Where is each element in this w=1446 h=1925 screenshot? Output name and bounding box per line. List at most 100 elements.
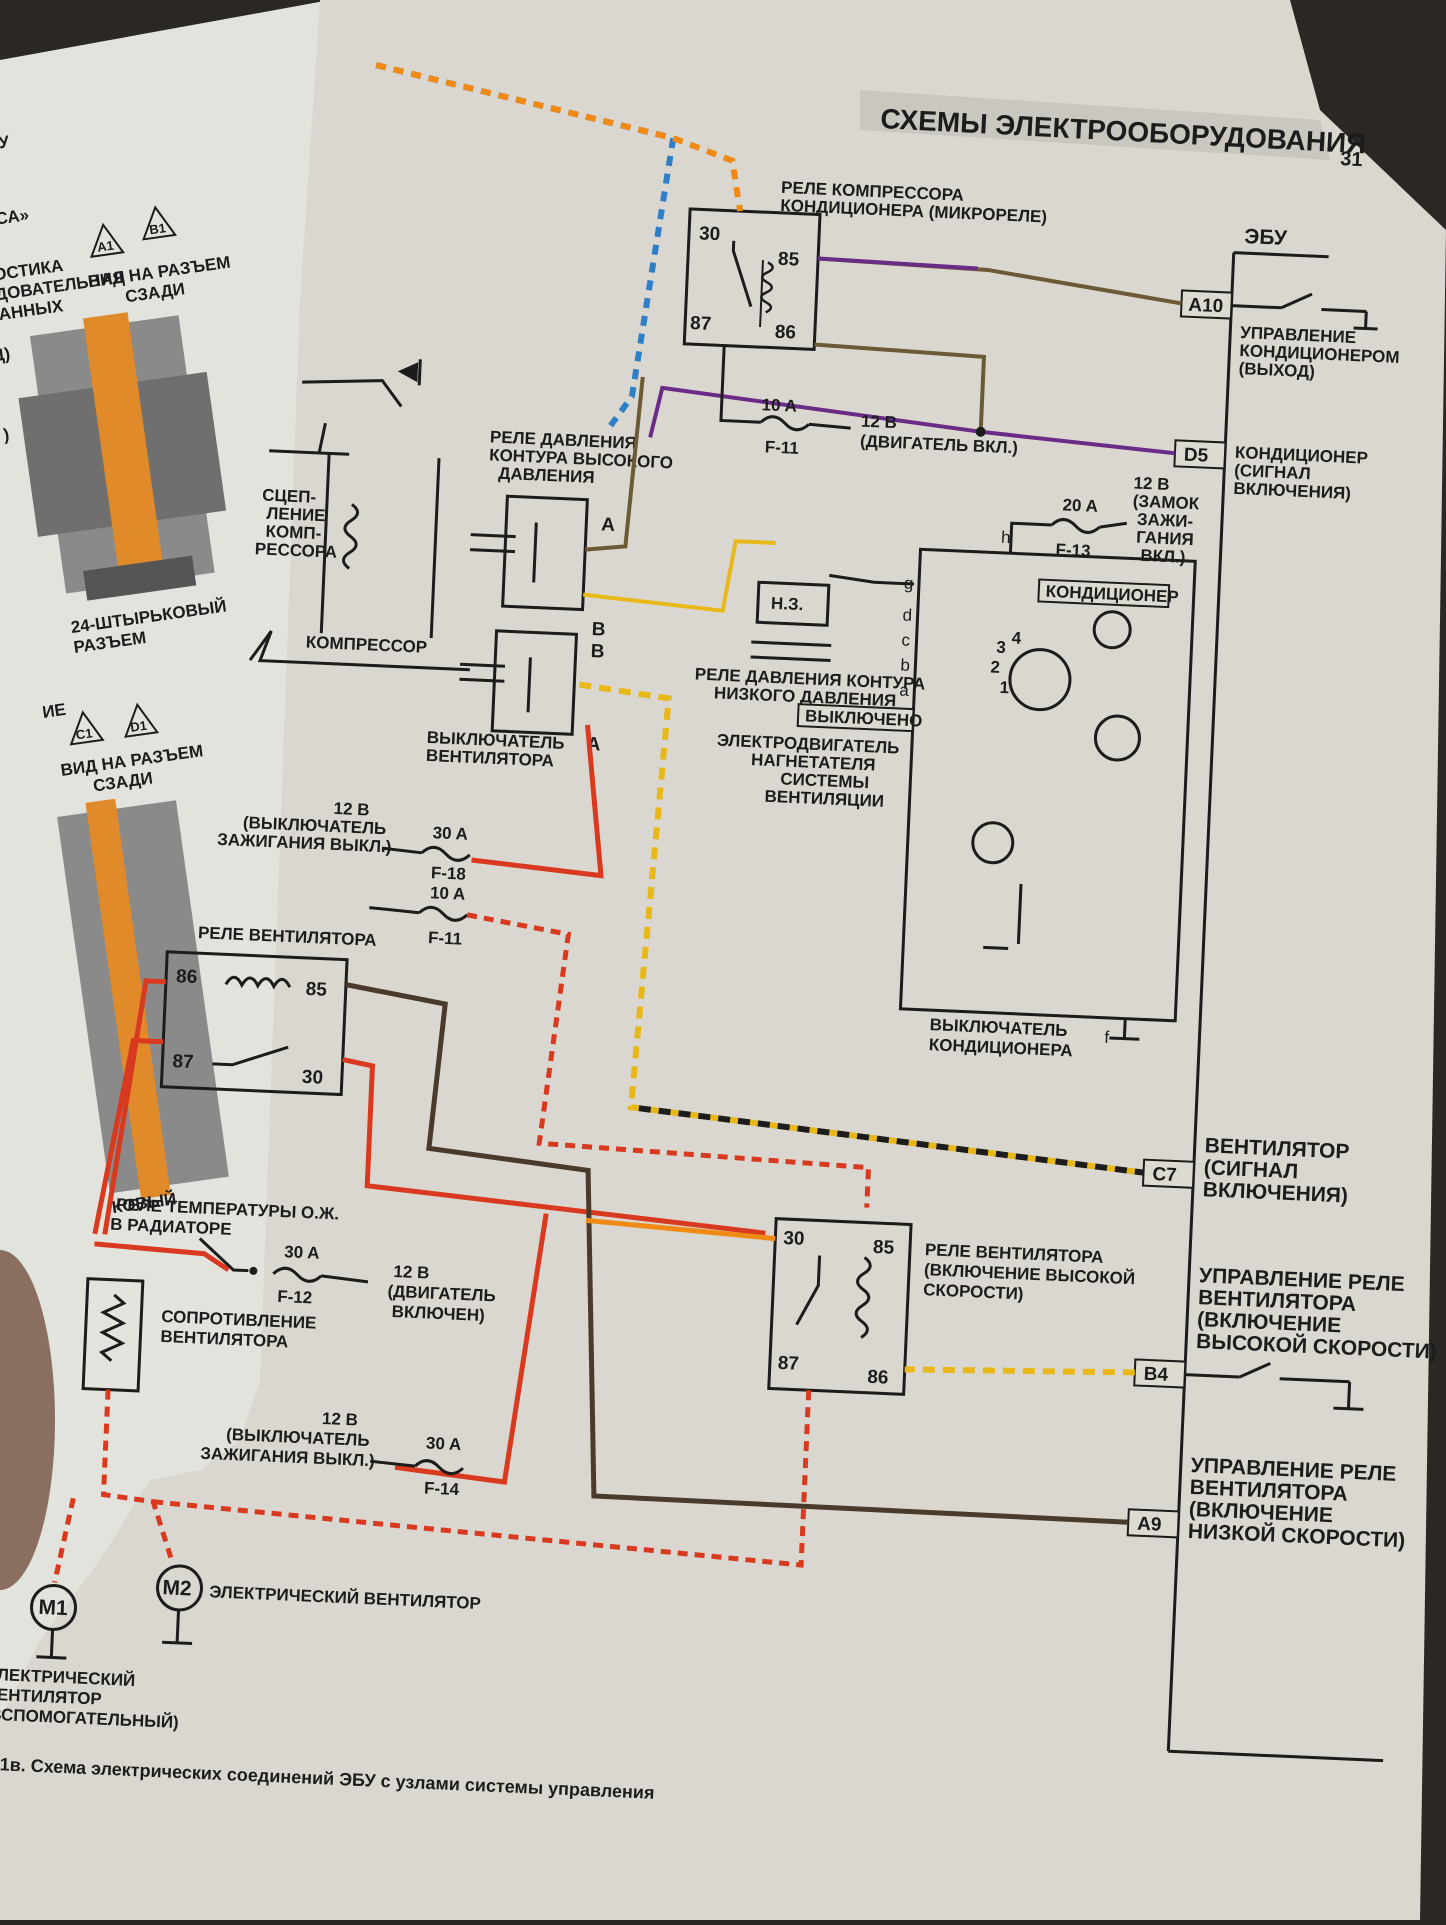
fan-relay-high-title-3: СКОРОСТИ) bbox=[923, 1280, 1024, 1303]
low-pressure-switch bbox=[750, 580, 832, 662]
fan-relay bbox=[159, 950, 349, 1097]
compressor-relay-pin-85: 85 bbox=[778, 249, 800, 271]
connector-c1-label: C1 bbox=[75, 725, 94, 742]
compressor-relay: 30 85 87 86 bbox=[682, 207, 822, 352]
high-pressure-title-3: ДАВЛЕНИЯ bbox=[498, 464, 595, 487]
compressor-relay-pin-87: 87 bbox=[690, 313, 712, 335]
left-side-word: ИЕ bbox=[41, 700, 67, 722]
wire-f13-to-12v bbox=[1099, 521, 1128, 529]
fan-switch bbox=[459, 629, 579, 736]
header-page-number: 31 bbox=[1340, 148, 1363, 171]
ecu-box-top-edge bbox=[1233, 251, 1329, 259]
connector-a1-triangle bbox=[89, 222, 125, 258]
ac-switch-pin-f: f bbox=[1104, 1028, 1110, 1047]
ac-switch-pin-b: b bbox=[900, 656, 910, 675]
ac-switch-pos-3: 3 bbox=[996, 638, 1006, 657]
f13-supply-2: (ЗАМОК bbox=[1132, 492, 1200, 514]
f18-supply-1: 12 В bbox=[333, 799, 370, 820]
compressor-clutch-2: ЛЕНИЕ bbox=[266, 504, 326, 526]
connector-c1-triangle bbox=[69, 710, 105, 746]
high-pressure-pin-b1: B bbox=[591, 619, 606, 641]
wire-d5-purple bbox=[648, 385, 1176, 456]
temp-relay-switch bbox=[198, 1237, 249, 1273]
temp-relay-contact bbox=[249, 1266, 258, 1275]
fan-relay-high-pin-30: 30 bbox=[783, 1228, 805, 1250]
ac-motor-label-3: СИСТЕМЫ bbox=[780, 769, 870, 792]
f13-supply-5: ВКЛ.) bbox=[1140, 546, 1186, 567]
connector-d1-label: D1 bbox=[129, 718, 148, 735]
ecu-pin-a9: A9 bbox=[1126, 1508, 1180, 1539]
ac-switch-pin-a: a bbox=[899, 681, 910, 700]
ac-switch-box bbox=[898, 547, 1197, 1041]
fuse-f13-amps: 20 A bbox=[1062, 495, 1098, 516]
wire-fan-relay-30-red bbox=[342, 1057, 766, 1236]
compressor-clutch-1: СЦЕП- bbox=[262, 486, 317, 507]
connector-a1-label: A1 bbox=[96, 238, 115, 255]
ac-switch-pos-2: 2 bbox=[990, 657, 1000, 676]
ecu-pin-c7: C7 bbox=[1141, 1158, 1196, 1189]
fan-relay-high bbox=[767, 1217, 913, 1396]
wire-relay87-to-f11 bbox=[719, 345, 761, 424]
fuse-f12-name: F-12 bbox=[277, 1287, 313, 1308]
high-pressure-switch bbox=[469, 494, 589, 612]
ac-switch-pos-1: 1 bbox=[999, 678, 1009, 697]
wire-b4-yellow bbox=[904, 1366, 1135, 1376]
ecu-pin-b4: B4 bbox=[1133, 1358, 1187, 1389]
f13-supply-1: 12 В bbox=[1133, 474, 1170, 495]
finger-shadow bbox=[0, 1250, 55, 1590]
wire-temp-relay bbox=[94, 1241, 230, 1272]
ecu-c7-label-2: (СИГНАЛ bbox=[1203, 1156, 1298, 1183]
temp-relay-supply-1: 12 В bbox=[393, 1262, 430, 1283]
fuse-f13-name: F-13 bbox=[1055, 540, 1091, 561]
f11-supply: 12 В bbox=[861, 412, 898, 433]
temp-relay-supply-3: ВКЛЮЧЕН) bbox=[391, 1302, 485, 1325]
fuse-f11b-name: F-11 bbox=[428, 928, 463, 948]
ecu-title: ЭБУ bbox=[1244, 225, 1288, 250]
ecu-pin-a9-label: A9 bbox=[1137, 1514, 1162, 1536]
fuse-f14-amps: 30 A bbox=[426, 1434, 462, 1455]
f13-supply-3: ЗАЖИ- bbox=[1137, 510, 1194, 531]
wire-relay85-purple bbox=[817, 256, 978, 271]
ecu-pin-d5: D5 bbox=[1173, 439, 1227, 470]
wire-fan-relay-85-dark bbox=[345, 982, 1129, 1525]
ecu-switch-b4 bbox=[1184, 1361, 1364, 1411]
ac-switch-pos-4: 4 bbox=[1011, 628, 1022, 647]
diode-symbol bbox=[397, 362, 419, 383]
ecu-box-bottom-edge bbox=[1168, 1749, 1384, 1763]
connector-24pin-graphic bbox=[18, 312, 227, 601]
motor-m2-label: M2 bbox=[162, 1576, 192, 1600]
ecu-a10-label-3: (ВЫХОД) bbox=[1238, 359, 1315, 381]
wire-yellow-c7-black bbox=[630, 1104, 1144, 1176]
wire-yellow-lp bbox=[582, 539, 776, 613]
wire-relay-high-to-motors bbox=[152, 1390, 812, 1568]
compressor-clutch-3: КОМП- bbox=[265, 522, 321, 543]
wire-relay86-olive bbox=[814, 342, 987, 432]
ecu-pin-a10: A10 bbox=[1179, 289, 1234, 320]
wire-f11-to-12v bbox=[808, 422, 851, 430]
compressor-block bbox=[248, 379, 470, 672]
motor-m2: M2 bbox=[155, 1564, 203, 1646]
ecu-pin-d5-label: D5 bbox=[1183, 445, 1209, 467]
fuse-f13-symbol bbox=[1050, 518, 1101, 535]
f13-supply-4: ГАНИЯ bbox=[1136, 528, 1194, 549]
wire-motor-red-white bbox=[100, 1389, 174, 1559]
wire-fan-relay-86-left bbox=[102, 978, 167, 1235]
fuse-f18-amps: 30 A bbox=[432, 823, 468, 844]
ecu-box-left-edge bbox=[1166, 252, 1236, 1752]
fan-relay-high-pin-87: 87 bbox=[777, 1353, 799, 1375]
wire-motor-m1 bbox=[52, 1497, 76, 1584]
wire-f11b-left bbox=[369, 906, 420, 915]
junction-d5 bbox=[975, 426, 986, 437]
wire-ac-h-to-f13 bbox=[1008, 521, 1052, 554]
compressor-clutch-4: РЕССОРА bbox=[254, 539, 337, 562]
fuse-f11-symbol bbox=[759, 415, 810, 432]
fuse-f18-symbol bbox=[420, 845, 471, 862]
low-pressure-contact: Н.З. bbox=[771, 594, 804, 614]
wire-f12-to-12v bbox=[321, 1274, 369, 1284]
wire-f11b-red-white bbox=[466, 912, 872, 1208]
compressor-relay-pin-30: 30 bbox=[699, 223, 721, 245]
ac-switch-off-box bbox=[796, 703, 915, 733]
